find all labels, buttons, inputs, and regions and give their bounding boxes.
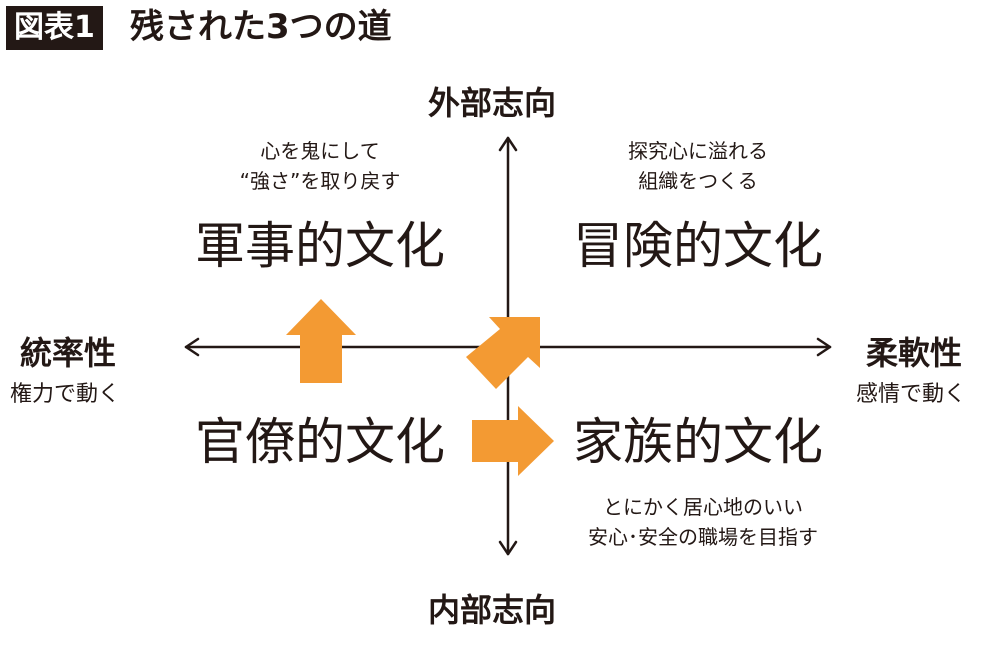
- axis-arrowhead-top: [498, 136, 518, 152]
- up-arrow: [286, 299, 356, 383]
- quadrant-family-culture: 家族的文化: [573, 413, 823, 471]
- note-bottom-right: とにかく居心地のいい 安心･安全の職場を目指す: [548, 492, 858, 552]
- axis-arrowhead-right: [816, 337, 832, 357]
- axis-sublabel-right: 感情で動く: [856, 382, 967, 407]
- note-line: 心を鬼にして: [260, 139, 380, 163]
- axis-label-left: 統率性: [20, 334, 117, 372]
- axis-arrowhead-left: [184, 337, 200, 357]
- note-line: 組織をつくる: [638, 169, 758, 193]
- note-top-left: 心を鬼にして “強さ”を取り戻す: [170, 136, 470, 196]
- note-top-right: 探究心に溢れる 組織をつくる: [548, 136, 848, 196]
- quadrant-bureaucratic-culture: 官僚的文化: [195, 413, 445, 471]
- note-line: とにかく居心地のいい: [603, 495, 803, 519]
- axis-sublabel-left: 権力で動く: [10, 382, 121, 407]
- quadrant-military-culture: 軍事的文化: [195, 217, 445, 275]
- figure-title: 残された3つの道: [130, 7, 392, 47]
- axis-label-bottom: 内部志向: [428, 591, 557, 629]
- note-line: 安心･安全の職場を目指す: [588, 525, 818, 549]
- axis-arrowhead-bottom: [498, 540, 518, 556]
- diagonal-arrow: [466, 317, 540, 389]
- note-line: 探究心に溢れる: [628, 139, 768, 163]
- quadrant-adventure-culture: 冒険的文化: [573, 217, 823, 275]
- note-line: “強さ”を取り戻す: [239, 169, 401, 193]
- right-arrow: [472, 406, 554, 476]
- axis-label-right: 柔軟性: [866, 334, 963, 372]
- figure-badge: 図表1: [6, 6, 103, 50]
- axis-label-top: 外部志向: [428, 84, 557, 122]
